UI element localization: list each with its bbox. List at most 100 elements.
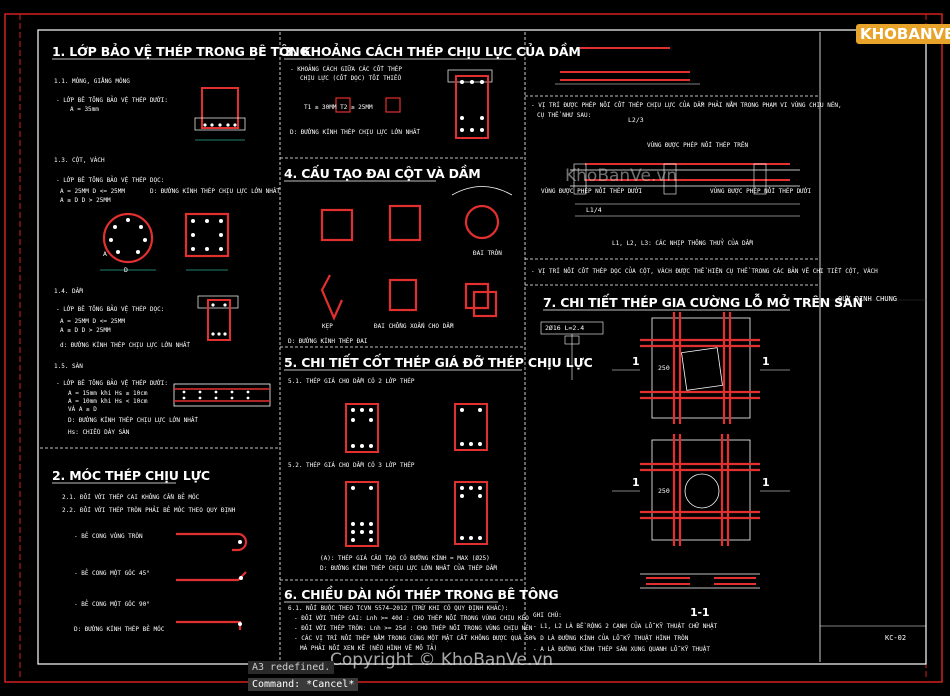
sheet-number: KC-02 bbox=[885, 634, 907, 642]
column-rect-section bbox=[184, 212, 230, 271]
beam-section-s1 bbox=[197, 295, 239, 341]
command-history-line: A3 redefined. bbox=[248, 661, 335, 674]
steel-label-box bbox=[540, 321, 604, 380]
note-s1-3: 1.3. CỘT, VÁCH bbox=[54, 157, 105, 164]
note-s2-1: 2.1. ĐỐI VỚI THÉP CAI KHÔNG CẦN BẺ MÓC bbox=[62, 494, 200, 501]
note-s6-d: MÀ PHẢI NỐI XEN KẼ (NẾU HÌNH VẼ MÔ TẢ) bbox=[300, 645, 438, 652]
header-underlines bbox=[52, 58, 790, 603]
note-r-e: L1, L2, L3: CÁC NHỊP THÔNG THUỶ CỦA DẦM bbox=[612, 240, 753, 247]
dim-label-l4: L1/4 bbox=[586, 206, 602, 214]
section-7-title: 7. CHI TIẾT THÉP GIA CƯỜNG LỖ MỞ TRÊN SÀ… bbox=[543, 295, 863, 310]
note-s2-a: - BẺ CONG VÒNG TRÒN bbox=[74, 533, 143, 540]
stirrup-shapes bbox=[320, 204, 500, 321]
note-r-b: CỤ THỂ NHƯ SAU: bbox=[537, 112, 592, 119]
note-s6-b: - ĐỐI VỚI THÉP TRÒN: Lnh >= 25d : CHO TH… bbox=[294, 625, 533, 632]
note-s1-3b: A = 25MM D <= 25MM bbox=[60, 188, 126, 195]
note-s1-5f: Hs: CHIỀU DÀY SÀN bbox=[68, 429, 130, 436]
note-s2-d: D: ĐƯỜNG KÍNH THÉP BẺ MÓC bbox=[74, 626, 165, 633]
steel-label: 2Ø16 L=2.4 bbox=[545, 324, 585, 332]
dim-label-l2: L2/3 bbox=[628, 116, 644, 124]
note-s5-2: 5.2. THÉP GIÁ CHO DẦM CÓ 3 LỚP THÉP bbox=[288, 462, 415, 469]
note-r-f: - VỊ TRÍ NỐI CỐT THÉP DỌC CỦA CỘT, VÁCH … bbox=[531, 268, 878, 275]
note-s1-5: 1.5. SÀN bbox=[54, 363, 83, 370]
section-1-1-label: 1-1 bbox=[690, 606, 710, 619]
beam-spacing-section bbox=[335, 69, 493, 139]
section-3-title: 3. KHOẢNG CÁCH THÉP CHỊU LỰC CỦA DẦM bbox=[284, 44, 581, 59]
watermark-center: KhoBanVe.vn bbox=[565, 166, 678, 186]
section-marker-left-2: 1 bbox=[632, 476, 640, 489]
dim-250-rect: 250 bbox=[658, 364, 670, 372]
note-s1-5d: VÀ A ≥ D bbox=[68, 406, 97, 413]
splice-zone-diagram bbox=[555, 47, 800, 217]
note-s1-3d: D: ĐƯỜNG KÍNH THÉP CHỊU LỰC LỚN NHẤT bbox=[150, 188, 281, 195]
note-r-i: - D LÀ ĐƯỜNG KÍNH CỦA LỖ KỸ THUẬT HÌNH T… bbox=[533, 635, 689, 642]
footing-detail bbox=[194, 87, 246, 141]
opening-round-detail bbox=[612, 434, 790, 546]
section-1-title: 1. LỚP BẢO VỆ THÉP TRONG BÊ TÔNG bbox=[52, 44, 310, 59]
drawing-frame-outer bbox=[4, 13, 943, 683]
note-s1-5c: A = 10mm khi Hs < 10cm bbox=[68, 398, 148, 405]
note-r-d: VÙNG ĐƯỢC PHÉP NỐI THÉP DƯỚI bbox=[541, 188, 643, 195]
note-s6-c: - CÁC VỊ TRÍ NỐI THÉP NẰM TRONG CÙNG MỘT… bbox=[294, 635, 537, 642]
column-round-section bbox=[100, 212, 156, 271]
watermark-copyright: Copyright © KhoBanVe.vn bbox=[330, 650, 554, 670]
section-marker-left-1: 1 bbox=[632, 355, 640, 368]
note-s4-c: ĐAI TRÒN bbox=[473, 250, 502, 257]
note-s1-4d: d: ĐƯỜNG KÍNH THÉP CHỊU LỰC LỚN NHẤT bbox=[60, 342, 191, 349]
note-s1-4c: A ≥ D D > 25MM bbox=[60, 327, 111, 334]
support-bar-sections bbox=[345, 403, 488, 547]
note-s1-4: 1.4. DẦM bbox=[54, 288, 83, 295]
section-4-title: 4. CẤU TẠO ĐAI CỘT VÀ DẦM bbox=[284, 166, 481, 181]
note-r-a: - VỊ TRÍ ĐƯỢC PHÉP NỐI CỐT THÉP CHỊU LỰC… bbox=[531, 102, 842, 109]
note-s3-b: CHỊU LỰC (CỐT DỌC) TỐI THIỂU bbox=[300, 75, 402, 82]
note-r-j: - A LÀ ĐƯỜNG KÍNH THÉP SÀN XUNG QUANH LỖ… bbox=[533, 646, 711, 653]
section-marker-right-1: 1 bbox=[762, 355, 770, 368]
note-s2-c: - BẺ CONG MỘT GÓC 90° bbox=[74, 601, 150, 608]
note-s2-2: 2.2. ĐỐI VỚI THÉP TRÒN PHẢI BẺ MÓC THEO … bbox=[62, 507, 236, 514]
dim-a-column: A bbox=[103, 250, 107, 258]
note-s4-d: D: ĐƯỜNG KÍNH THÉP ĐAI bbox=[288, 338, 368, 345]
section-2-title: 2. MÓC THÉP CHỊU LỰC bbox=[52, 468, 210, 483]
note-s4-b: ĐAI CHỒNG XOẮN CHO DẦM bbox=[374, 323, 454, 330]
opening-rect-detail bbox=[612, 312, 790, 424]
sheet-border bbox=[37, 29, 927, 665]
section-marker-right-2: 1 bbox=[762, 476, 770, 489]
titleblock-name: QUY ĐỊNH CHUNG bbox=[838, 295, 898, 303]
note-s4-a: KẸP bbox=[322, 323, 333, 330]
note-s1-5b: A = 15mm khi Hs ≥ 10cm bbox=[68, 390, 148, 397]
note-r-h: - L1, L2 LÀ BỀ RỘNG 2 CẠNH CỦA LỖ KỸ THU… bbox=[533, 623, 718, 630]
dim-250-round: 250 bbox=[658, 487, 670, 495]
note-s5-a: (A): THÉP GIÁ CẤU TẠO CÓ ĐƯỜNG KÍNH = MA… bbox=[320, 555, 490, 562]
dim-d-column: D bbox=[124, 266, 128, 274]
note-s1-3c: A ≥ D D > 25MM bbox=[60, 197, 111, 204]
section-5-title: 5. CHI TIẾT CỐT THÉP GIÁ ĐỠ THÉP CHỊU LỰ… bbox=[284, 355, 593, 370]
logo-brand-text: KHOBANVE bbox=[856, 24, 950, 44]
section-6-title: 6. CHIỀU DÀI NỐI THÉP TRONG BÊ TÔNG bbox=[284, 587, 559, 602]
slab-section bbox=[173, 383, 271, 407]
note-r-g: GHI CHÚ: bbox=[533, 612, 562, 619]
khobanve-logo: KHOBANVE bbox=[842, 10, 950, 50]
hook-drawings bbox=[176, 532, 248, 630]
note-s3-a: - KHOẢNG CÁCH GIỮA CÁC CỐT THÉP bbox=[290, 66, 402, 73]
note-s1-3a: - LỚP BÊ TÔNG BẢO VỆ THÉP DỌC: bbox=[56, 177, 165, 184]
note-s1-1a: - LỚP BÊ TÔNG BẢO VỆ THÉP DƯỚI: bbox=[56, 97, 168, 104]
note-s5-b: D: ĐƯỜNG KÍNH THÉP CHỊU LỰC LỚN NHẤT CỦA… bbox=[320, 565, 498, 572]
note-s5-1: 5.1. THÉP GIÁ CHO DẦM CÓ 2 LỚP THÉP bbox=[288, 378, 415, 385]
note-s1-1b: A = 35mm bbox=[70, 106, 99, 113]
note-s1-5e: D: ĐƯỜNG KÍNH THÉP CHỊU LỰC LỚN NHẤT bbox=[68, 417, 199, 424]
note-r-d2: VÙNG ĐƯỢC PHÉP NỐI THÉP DƯỚI bbox=[710, 188, 812, 195]
note-s2-b: - BẺ CONG MỘT GÓC 45° bbox=[74, 570, 150, 577]
note-s6-1: 6.1. NỐI BUỘC THEO TCVN 5574–2012 (TRỪ K… bbox=[288, 605, 509, 612]
note-s1-4b: A = 25MM D <= 25MM bbox=[60, 318, 126, 325]
hook-bar-ends bbox=[238, 540, 243, 626]
note-s1-5a: - LỚP BÊ TÔNG BẢO VỆ THÉP DƯỚI: bbox=[56, 380, 168, 387]
note-s1-4a: - LỚP BÊ TÔNG BẢO VỆ THÉP DỌC: bbox=[56, 306, 165, 313]
command-input-line[interactable]: Command: *Cancel* bbox=[248, 678, 359, 691]
note-r-c: VÙNG ĐƯỢC PHÉP NỐI THÉP TRÊN bbox=[647, 142, 749, 149]
note-s6-a: - ĐỐI VỚI THÉP CAI: Lnh >= 40d : CHO THÉ… bbox=[294, 615, 529, 622]
round-stirrup-arc bbox=[451, 186, 513, 196]
note-s3-c: T1 ≥ 30MM T2 ≥ 25MM bbox=[304, 104, 373, 111]
section-1-1-detail bbox=[640, 573, 760, 589]
note-s3-d: D: ĐƯỜNG KÍNH THÉP CHỊU LỰC LỚN NHẤT bbox=[290, 129, 421, 136]
